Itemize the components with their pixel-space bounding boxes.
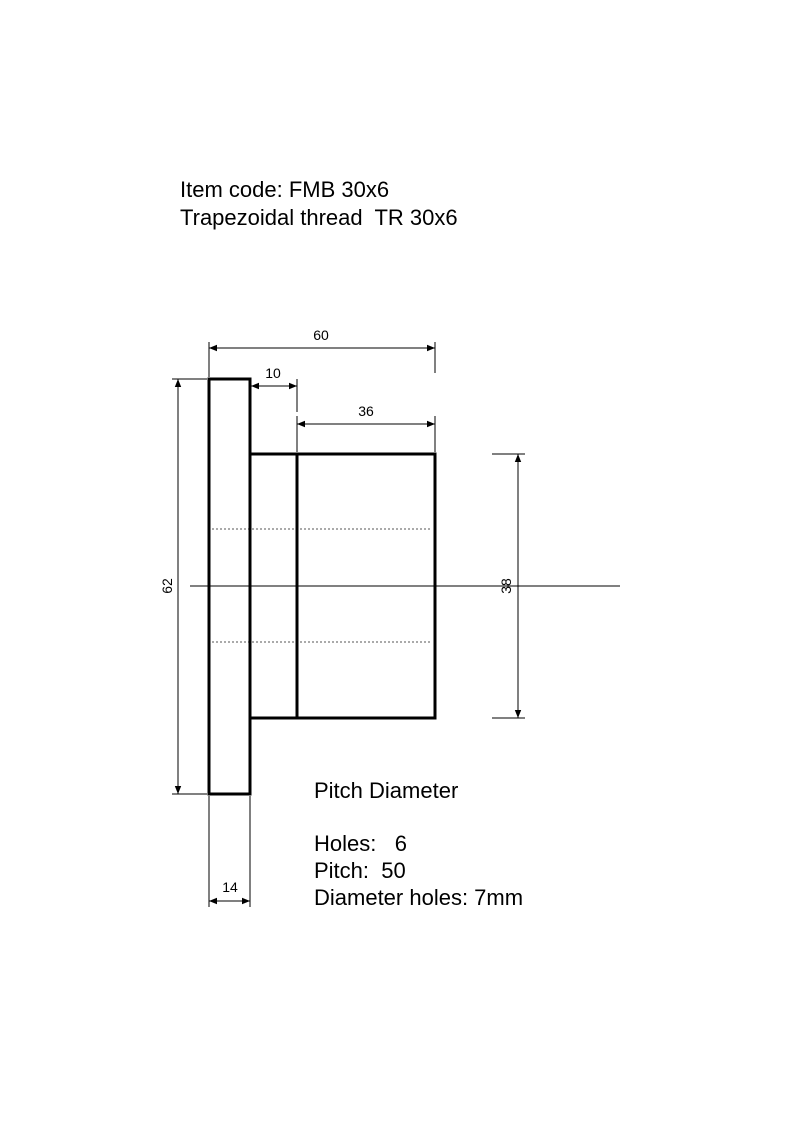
dim-38-label: 38 (498, 578, 514, 594)
dim-flange-thickness (208, 796, 251, 907)
notes-diameter-holes: Diameter holes: 7mm (314, 885, 524, 910)
dim-14-label: 14 (222, 879, 238, 895)
dim-body-diameter (492, 453, 525, 719)
body (248, 452, 437, 720)
dim-36-label: 36 (358, 403, 374, 419)
dim-flange-diameter (172, 378, 207, 795)
thread-spec: Trapezoidal thread TR 30x6 (180, 205, 458, 230)
item-code: Item code: FMB 30x6 (180, 177, 390, 202)
dim-total-length (208, 342, 436, 377)
notes-pitch: Pitch: 50 (314, 858, 406, 883)
dim-10-label: 10 (265, 365, 281, 381)
dim-62-label: 62 (159, 578, 175, 594)
dim-60-label: 60 (313, 327, 329, 343)
notes-holes: Holes: 6 (314, 831, 407, 856)
dim-body-length (296, 416, 436, 452)
notes-title: Pitch Diameter (314, 778, 459, 803)
dim-neck-length (251, 379, 298, 412)
